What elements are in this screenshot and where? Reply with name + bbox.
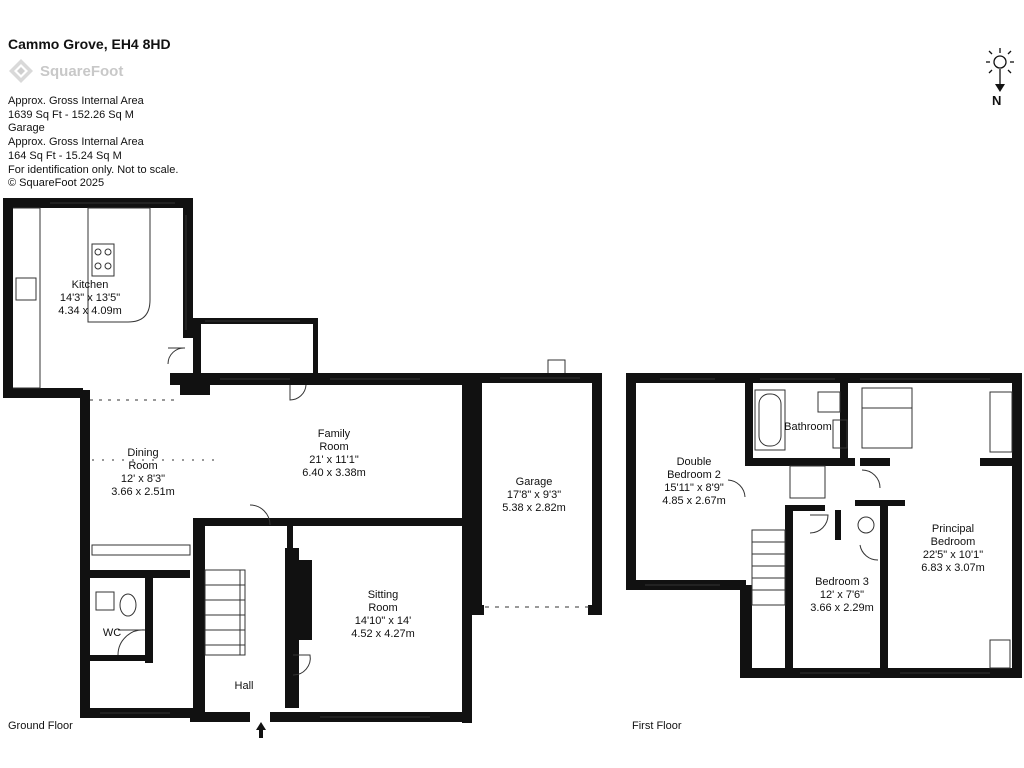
ground-floor-label: Ground Floor [8,720,73,732]
entrance-arrow-icon [256,722,266,738]
room-name: Bedroom [931,536,976,548]
room-garage: Garage 17'8" x 9'3" 5.38 x 2.82m [502,476,566,514]
room-dimensions-imperial: 22'5" x 10'1" [923,549,983,561]
info-line: Approx. Gross Internal Area [8,136,144,149]
room-sitting: Sitting Room 14'10" x 14' 4.52 x 4.27m [351,589,415,640]
room-dimensions-imperial: 12' x 8'3" [121,473,165,485]
info-line: For identification only. Not to scale. [8,163,179,176]
room-name: Principal [932,523,974,535]
brand-logo: SquareFoot [8,58,123,84]
room-family: Family Room 21' x 11'1" 6.40 x 3.38m [302,428,366,479]
compass-icon [986,48,1014,92]
room-dimensions-imperial: 15'11" x 8'9" [664,482,724,494]
room-dimensions-metric: 3.66 x 2.51m [111,486,175,498]
room-hall: Hall [235,680,254,692]
first-floor-label: First Floor [632,720,682,732]
room-bathroom: Bathroom [784,421,832,433]
room-name: Kitchen [72,279,109,291]
room-name: Bedroom 2 [667,469,721,481]
info-line: 164 Sq Ft - 15.24 Sq M [8,149,122,162]
room-dimensions-metric: 3.66 x 2.29m [810,602,874,614]
room-dimensions-imperial: 17'8" x 9'3" [507,489,561,501]
room-bedroom-2: Double Bedroom 2 15'11" x 8'9" 4.85 x 2.… [662,456,726,507]
room-dimensions-metric: 4.52 x 4.27m [351,628,415,640]
room-name: Room [319,441,348,453]
room-dimensions-imperial: 14'3" x 13'5" [60,292,120,304]
room-dimensions-metric: 5.38 x 2.82m [502,502,566,514]
room-bedroom-3: Bedroom 3 12' x 7'6" 3.66 x 2.29m [810,576,874,614]
room-dimensions-metric: 4.34 x 4.09m [58,305,122,317]
room-dimensions-metric: 6.83 x 3.07m [921,562,985,574]
room-dimensions-imperial: 21' x 11'1" [309,454,359,466]
room-dimensions-metric: 4.85 x 2.67m [662,495,726,507]
room-dimensions-imperial: 14'10" x 14' [355,615,411,627]
room-name: Sitting [368,589,399,601]
room-dimensions-metric: 6.40 x 3.38m [302,467,366,479]
room-dining: Dining Room 12' x 8'3" 3.66 x 2.51m [111,447,175,498]
area-info: Approx. Gross Internal Area 1639 Sq Ft -… [8,95,178,191]
info-line: © SquareFoot 2025 [8,177,105,190]
squarefoot-logo-icon [9,59,33,83]
room-kitchen: Kitchen 14'3" x 13'5" 4.34 x 4.09m [58,279,122,317]
room-name: Garage [516,476,553,488]
compass-north-label: N [992,93,1002,108]
first-floor-details [645,378,1013,674]
room-dimensions-imperial: 12' x 7'6" [820,589,864,601]
room-name: Double [677,456,712,468]
info-line: Approx. Gross Internal Area [8,95,144,107]
ground-floor-details [13,202,590,718]
brand-name: SquareFoot [40,62,124,80]
room-name: Bedroom 3 [815,576,869,588]
room-name: Dining [127,447,158,459]
room-name: Room [128,460,157,472]
room-principal-bedroom: Principal Bedroom 22'5" x 10'1" 6.83 x 3… [921,523,985,574]
property-title: Cammo Grove, EH4 8HD [8,36,171,52]
info-line: 1639 Sq Ft - 152.26 Sq M [8,108,134,121]
info-line: Garage [8,122,45,135]
room-wc: WC [103,627,121,639]
room-name: Room [368,602,397,614]
room-name: Family [318,428,351,440]
